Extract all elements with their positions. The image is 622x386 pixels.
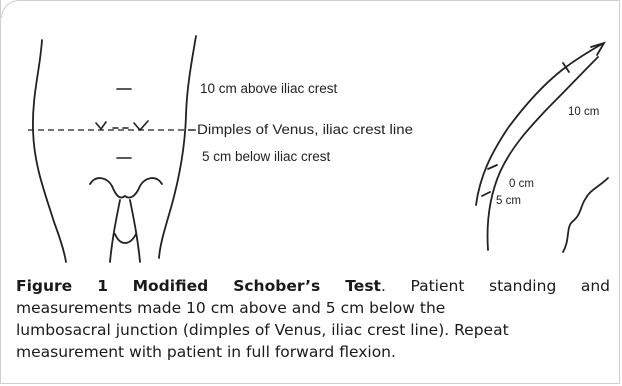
left-leg-line xyxy=(110,200,120,262)
right-leg-line xyxy=(130,200,140,262)
right-dimple-mark xyxy=(134,121,148,130)
caption-line-2: measurements made 10 cm above and 5 cm b… xyxy=(16,297,610,319)
figure-caption: Figure 1 Modified Schober’s Test. Patien… xyxy=(16,275,610,363)
back-marks xyxy=(96,89,148,158)
label-ten-cm: 10 cm xyxy=(568,106,599,118)
figure-title: Modified Schober’s Test xyxy=(133,277,381,295)
schober-diagram: 10 cm above iliac crest Dimples of Venus… xyxy=(0,0,622,270)
caption-line-1: Figure 1 Modified Schober’s Test. Patien… xyxy=(16,275,610,297)
caption-line-3: lumbosacral junction (dimples of Venus, … xyxy=(16,319,610,341)
label-above-iliac: 10 cm above iliac crest xyxy=(200,81,338,96)
figure-number: Figure 1 xyxy=(16,277,108,295)
label-dimples: Dimples of Venus, iliac crest line xyxy=(197,122,413,137)
left-torso-outline xyxy=(33,40,66,262)
measure-arc xyxy=(476,44,602,205)
tick-five xyxy=(482,192,490,196)
tick-zero xyxy=(488,165,497,169)
right-torso-outline xyxy=(159,36,196,258)
buttock-contour xyxy=(563,178,608,252)
buttocks-curve xyxy=(90,178,162,197)
back-view xyxy=(33,36,196,262)
caption-line-4: measurement with patient in full forward… xyxy=(16,341,610,363)
crotch-curve xyxy=(115,234,136,243)
left-dimple-mark xyxy=(96,122,106,129)
side-view xyxy=(476,43,608,252)
label-zero-cm: 0 cm xyxy=(509,178,534,190)
label-below-iliac: 5 cm below iliac crest xyxy=(202,149,331,164)
caption-line-1-rest: . Patient standing and xyxy=(381,277,610,295)
label-five-cm: 5 cm xyxy=(496,195,521,207)
